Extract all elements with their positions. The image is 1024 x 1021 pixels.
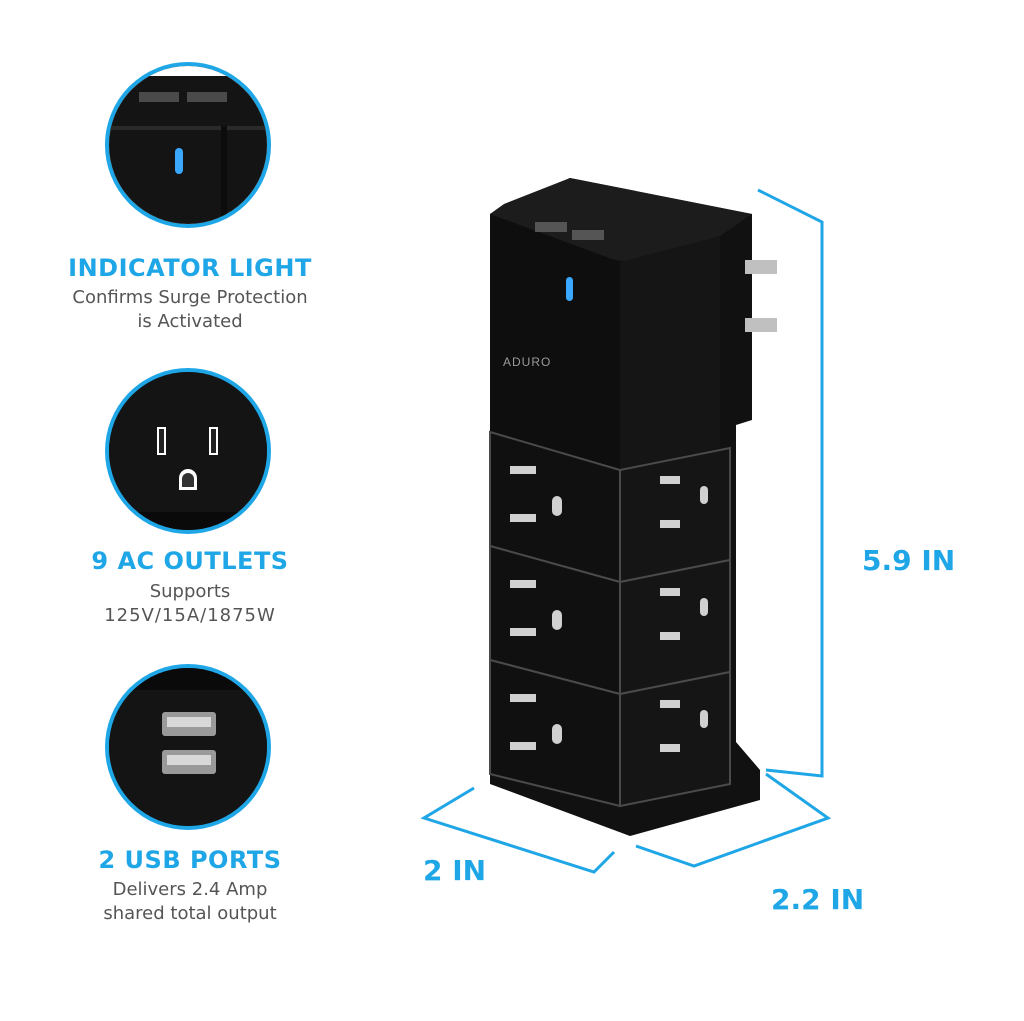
usb-port-icon bbox=[572, 230, 604, 240]
usb-port-icon bbox=[535, 222, 567, 232]
feature-desc-outlets-line1: Supports bbox=[149, 581, 231, 602]
width-label: 2 IN bbox=[423, 854, 487, 887]
indicator-led-icon bbox=[566, 277, 573, 301]
ac-outlet-icon bbox=[109, 372, 267, 530]
feature-desc-usb-line2: shared total output bbox=[103, 903, 277, 924]
ac-outlet-icon bbox=[510, 466, 708, 528]
plug-prong-icon bbox=[745, 318, 777, 332]
width-dimension-line bbox=[420, 786, 616, 874]
usb-port-icon bbox=[109, 668, 267, 826]
feature-desc-indicator-line2: is Activated bbox=[137, 311, 243, 332]
usb-port-closeup bbox=[105, 664, 271, 830]
brand-logo: ADURO bbox=[503, 355, 551, 369]
feature-desc-indicator-line1: Confirms Surge Protection bbox=[72, 287, 308, 308]
ac-outlet-icon bbox=[510, 694, 708, 752]
feature-desc-outlets-line2: 125V/15A/1875W bbox=[104, 605, 276, 626]
ac-outlet-closeup bbox=[105, 368, 271, 534]
feature-title-outlets: 9 AC OUTLETS bbox=[91, 547, 289, 575]
plug-prong-icon bbox=[745, 260, 777, 274]
feature-desc-usb-line1: Delivers 2.4 Amp bbox=[112, 879, 268, 900]
feature-title-usb: 2 USB PORTS bbox=[98, 846, 282, 874]
height-label: 5.9 IN bbox=[862, 544, 956, 577]
ac-outlet-icon bbox=[510, 580, 708, 640]
feature-title-indicator: INDICATOR LIGHT bbox=[68, 254, 312, 282]
depth-label: 2.2 IN bbox=[771, 883, 865, 916]
indicator-light-closeup bbox=[105, 62, 271, 228]
indicator-light-icon bbox=[109, 66, 267, 224]
depth-dimension-line bbox=[635, 772, 832, 868]
height-dimension-line bbox=[757, 188, 824, 778]
